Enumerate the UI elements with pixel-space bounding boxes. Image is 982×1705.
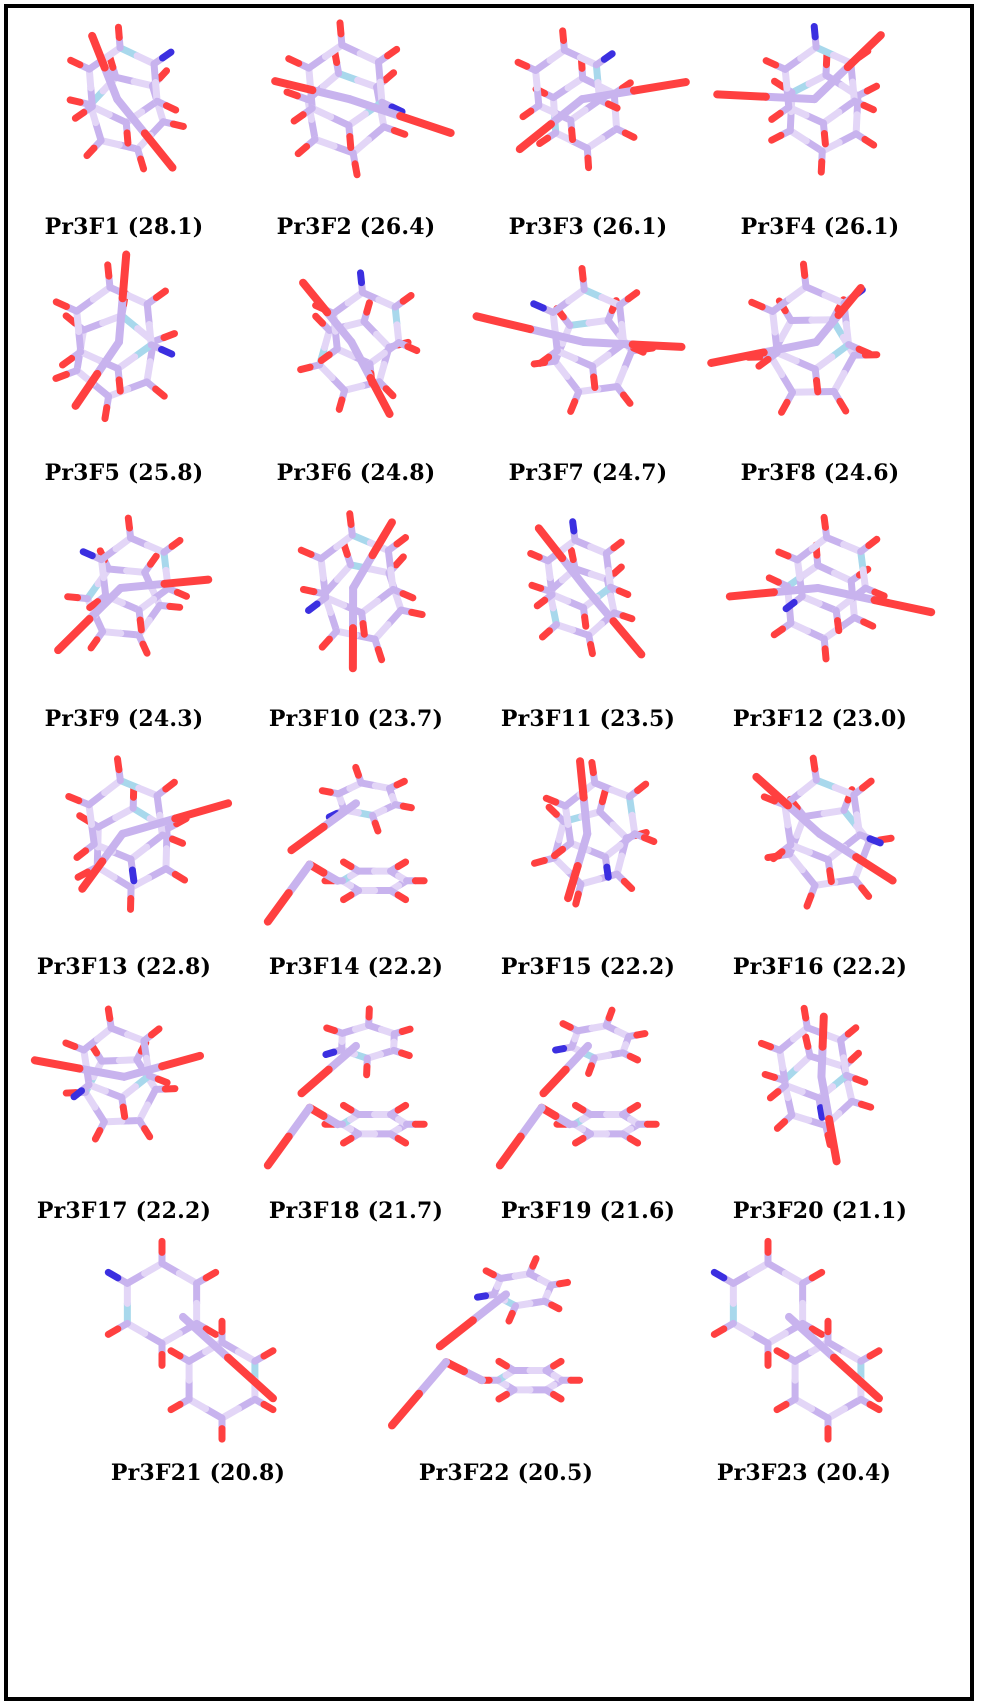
stacked-molecule-icon [65,755,233,913]
molecule-panel: Pr3F15 (22.2) [472,738,704,980]
stacked-molecule-icon [707,260,881,416]
molecule-panel: Pr3F23 (20.4) [654,1222,954,1486]
parallel-molecule-icon [263,1005,428,1170]
stacked-molecule-icon [752,754,897,910]
conformer-label: Pr3F1 (28.1) [44,214,204,240]
molecule-panel: Pr3F1 (28.1) [8,8,240,240]
stacked-molecule-icon [713,22,885,176]
conformer-label: Pr3F12 (23.0) [732,706,908,732]
molecule-panel: Pr3F13 (22.8) [8,738,240,980]
molecule-panel: Pr3F21 (20.8) [48,1222,348,1486]
stacked-molecule-icon [297,269,421,418]
stacked-molecule-icon [52,250,179,423]
conformer-label: Pr3F13 (22.8) [36,954,212,980]
parallel-molecule-icon [388,1255,584,1430]
offset-molecule-icon [710,1237,883,1443]
figure-frame: Pr3F1 (28.1) Pr3F2 (26.4) Pr3F3 (26.1) Pr3F… [4,4,974,1701]
conformer-label: Pr3F6 (24.8) [276,460,436,486]
stacked-molecule-icon [514,27,690,172]
conformer-label: Pr3F19 (21.6) [500,1198,676,1224]
molecule-panel: Pr3F9 (24.3) [8,494,240,732]
molecule-panel: Pr3F12 (23.0) [704,494,936,732]
molecule-panel: Pr3F5 (25.8) [8,248,240,486]
conformer-label: Pr3F15 (22.2) [500,954,676,980]
molecule-panel: Pr3F10 (23.7) [240,494,472,732]
stacked-molecule-icon [725,513,936,663]
molecule-panel: Pr3F4 (26.1) [704,8,936,240]
molecule-panel: Pr3F7 (24.7) [472,248,704,486]
conformer-label: Pr3F21 (20.8) [110,1460,286,1486]
stacked-molecule-icon [54,514,213,657]
molecule-panel: Pr3F8 (24.6) [704,248,936,486]
stacked-molecule-icon [271,19,455,179]
conformer-label: Pr3F5 (25.8) [44,460,204,486]
conformer-label: Pr3F10 (23.7) [268,706,444,732]
molecule-panel: Pr3F3 (26.1) [472,8,704,240]
conformer-label: Pr3F22 (20.5) [418,1460,594,1486]
parallel-molecule-icon [263,763,428,926]
conformer-label: Pr3F18 (21.7) [268,1198,444,1224]
molecule-panel: Pr3F6 (24.8) [240,248,472,486]
stacked-molecule-icon [530,757,658,908]
conformer-label: Pr3F4 (26.1) [740,214,900,240]
molecule-panel: Pr3F18 (21.7) [240,980,472,1224]
offset-molecule-icon [104,1237,277,1443]
molecule-panel: Pr3F2 (26.4) [240,8,472,240]
stacked-molecule-icon [66,23,187,173]
conformer-label: Pr3F2 (26.4) [276,214,436,240]
molecule-panel: Pr3F22 (20.5) [356,1222,656,1486]
stacked-molecule-icon [472,265,686,415]
conformer-label: Pr3F14 (22.2) [268,954,444,980]
conformer-label: Pr3F3 (26.1) [508,214,668,240]
stacked-molecule-icon [30,1005,205,1143]
conformer-label: Pr3F20 (21.1) [732,1198,908,1224]
conformer-label: Pr3F8 (24.6) [740,460,900,486]
molecule-panel: Pr3F14 (22.2) [240,738,472,980]
conformer-label: Pr3F11 (23.5) [500,706,676,732]
molecule-panel: Pr3F11 (23.5) [472,494,704,732]
conformer-label: Pr3F17 (22.2) [36,1198,212,1224]
molecule-panel: Pr3F19 (21.6) [472,980,704,1224]
stacked-molecule-icon [527,518,646,659]
conformer-label: Pr3F16 (22.2) [732,954,908,980]
conformer-label: Pr3F9 (24.3) [44,706,204,732]
stacked-molecule-icon [297,510,426,673]
molecule-panel: Pr3F20 (21.1) [704,980,936,1224]
stacked-molecule-icon [757,1004,875,1166]
molecule-panel: Pr3F17 (22.2) [8,980,240,1224]
parallel-molecule-icon [495,1006,660,1170]
conformer-label: Pr3F23 (20.4) [716,1460,892,1486]
conformer-label: Pr3F7 (24.7) [508,460,668,486]
molecule-panel: Pr3F16 (22.2) [704,738,936,980]
